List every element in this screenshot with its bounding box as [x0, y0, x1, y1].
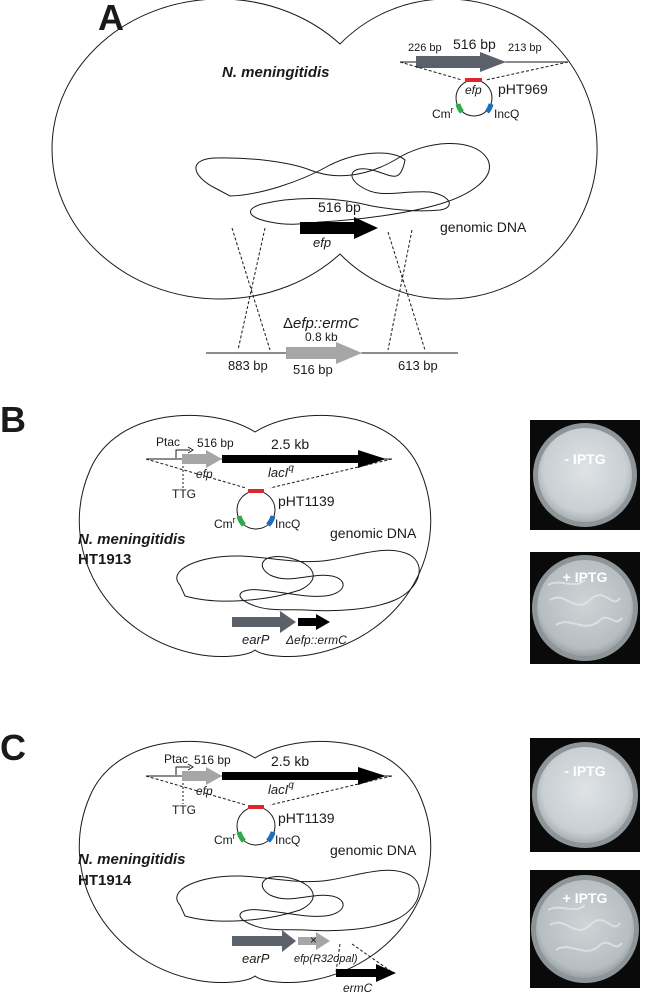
- ermc-c: ermC: [343, 981, 373, 995]
- plate-label-b-minus: - IPTG: [564, 451, 605, 467]
- blue-marker: [487, 104, 491, 112]
- strain-b: HT1913: [78, 551, 131, 568]
- promoter-c: Ptac: [164, 752, 188, 766]
- strain-c: HT1914: [78, 872, 132, 889]
- panel-c: C Ptac 516 bp 2.5 kb efp lacIq TTG pHT11…: [0, 727, 640, 995]
- marker-a: Cmr: [432, 105, 454, 121]
- petri-dish-icon: [537, 747, 633, 843]
- organism-name-b: N. meningitidis: [78, 531, 186, 548]
- ermc-arrow-icon: [286, 342, 362, 364]
- panel-a: A N. meningitidis 226 bp 516 bp 213 bp e…: [52, 0, 597, 377]
- ermc-arrow-icon-b: [298, 614, 330, 630]
- plasmid-name-b: pHT1139: [278, 493, 335, 509]
- panel-label-b: B: [0, 399, 26, 440]
- mutation-mark: ×: [310, 933, 317, 947]
- deletion-b: Δefp::ermC: [285, 633, 347, 647]
- marker-b: Cmr: [214, 515, 236, 531]
- efp-len-b: 516 bp: [197, 436, 234, 450]
- earp-b: earP: [242, 632, 270, 647]
- plasmid-name-a: pHT969: [498, 81, 548, 97]
- laci-len-c: 2.5 kb: [271, 753, 309, 769]
- earp-arrow-icon: [232, 611, 296, 633]
- chromosome-c: [177, 870, 419, 930]
- plate-b-plus: + IPTG: [530, 552, 640, 664]
- petri-dish-icon: [538, 428, 632, 522]
- codon-b: TTG: [172, 487, 196, 501]
- laci-len-b: 2.5 kb: [271, 436, 309, 452]
- green-marker: [239, 832, 244, 841]
- plate-c-minus: - IPTG: [530, 738, 640, 852]
- red-marker: [248, 489, 264, 493]
- replicon-a: IncQ: [494, 107, 519, 121]
- organism-name-a: N. meningitidis: [222, 64, 330, 81]
- panel-label-c: C: [0, 727, 26, 768]
- marker-c: Cmr: [214, 831, 236, 847]
- blue-marker: [268, 516, 273, 525]
- panel-label-a: A: [98, 0, 124, 38]
- chromosome-b: [177, 550, 419, 610]
- plasmid-gene-a: efp: [465, 83, 482, 97]
- ermc-arrow-icon-c: [336, 964, 396, 982]
- plate-c-plus: + IPTG: [530, 870, 640, 988]
- promoter-b: Ptac: [156, 435, 180, 449]
- laci-arrow-icon: [222, 450, 386, 468]
- deletion-construct-a: Δefp::ermC 0.8 kb 883 bp 516 bp 613 bp: [206, 315, 458, 377]
- blue-marker: [268, 832, 273, 841]
- earp-c: earP: [242, 951, 270, 966]
- plasmid-construct-c: Ptac 516 bp 2.5 kb efp lacIq TTG: [146, 752, 392, 817]
- codon-c: TTG: [172, 803, 196, 817]
- genomic-gene-a: efp: [313, 235, 331, 250]
- left-flank-a: 226 bp: [408, 42, 442, 54]
- genomic-label-b: genomic DNA: [330, 525, 417, 541]
- plasmid-construct-b: Ptac 516 bp 2.5 kb efp lacIq TTG: [146, 435, 392, 501]
- red-marker: [248, 805, 264, 809]
- plate-b-minus: - IPTG: [530, 420, 640, 530]
- plate-label-c-minus: - IPTG: [564, 763, 605, 779]
- replicon-c: IncQ: [275, 833, 300, 847]
- replicon-b: IncQ: [275, 517, 300, 531]
- plasmid-icon-b: [237, 489, 275, 529]
- laci-arrow-icon: [222, 767, 386, 785]
- green-marker: [458, 104, 462, 112]
- genomic-label-c: genomic DNA: [330, 842, 417, 858]
- genomic-len-a: 516 bp: [318, 199, 361, 215]
- panel-b: B Ptac 516 bp 2.5 kb efp lacIq TTG pHT11…: [0, 399, 640, 664]
- gene-len-del-a: 516 bp: [293, 362, 333, 377]
- right-flank-a: 213 bp: [508, 42, 542, 54]
- green-marker: [239, 516, 244, 525]
- genomic-label-a: genomic DNA: [440, 219, 527, 235]
- plasmid-icon-c: [237, 805, 275, 845]
- earp-arrow-icon: [232, 930, 296, 952]
- plasmid-name-c: pHT1139: [278, 810, 335, 826]
- cassette-a: 0.8 kb: [305, 330, 338, 344]
- laci-b: lacIq: [268, 463, 294, 480]
- mutant-c: efp(R32opal): [294, 953, 358, 965]
- left-flank-del-a: 883 bp: [228, 358, 268, 373]
- gene-len-a: 516 bp: [453, 36, 496, 52]
- efp-len-c: 516 bp: [194, 753, 231, 767]
- plate-label-b-plus: + IPTG: [563, 569, 608, 585]
- laci-c: lacIq: [268, 780, 294, 797]
- efp-arrow-icon: [416, 52, 506, 72]
- organism-name-c: N. meningitidis: [78, 851, 186, 868]
- efp-c: efp: [196, 784, 213, 798]
- right-flank-del-a: 613 bp: [398, 358, 438, 373]
- plate-label-c-plus: + IPTG: [563, 890, 608, 906]
- efp-b: efp: [196, 467, 213, 481]
- red-marker: [465, 78, 482, 82]
